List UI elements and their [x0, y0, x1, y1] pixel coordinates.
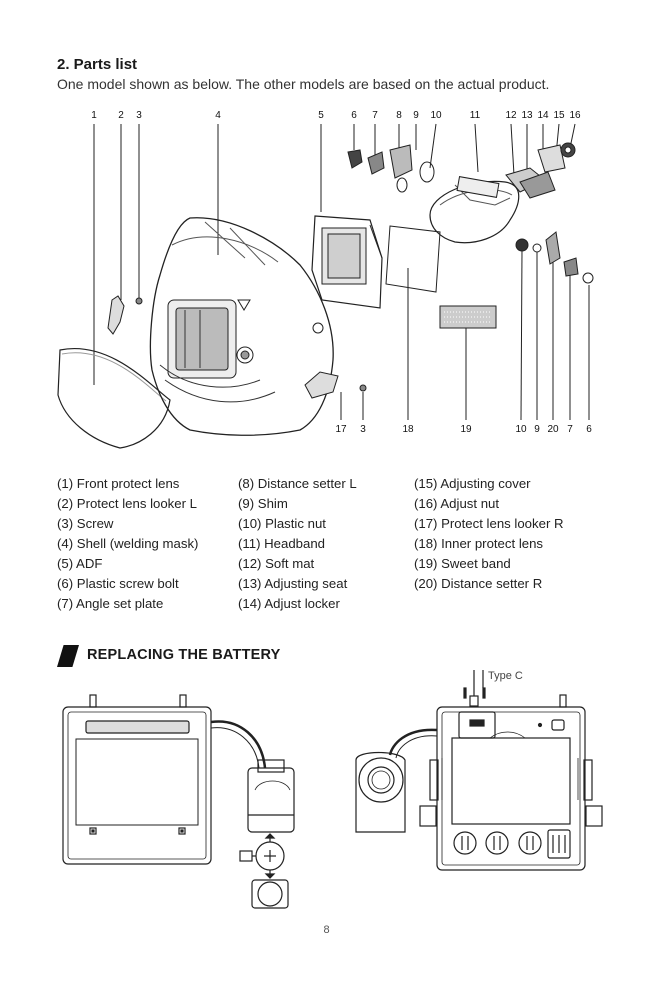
part-item: (1) Front protect lens — [57, 476, 180, 491]
callout-7b: 7 — [567, 424, 573, 435]
callout-3b: 3 — [360, 424, 366, 435]
part-item: (14) Adjust locker — [238, 596, 340, 611]
part-item: (7) Angle set plate — [57, 596, 164, 611]
callout-10: 10 — [430, 110, 442, 121]
section-title: 2. Parts list — [57, 56, 138, 73]
callout-14: 14 — [537, 110, 549, 121]
callout-4: 4 — [215, 110, 221, 121]
part-item: (16) Adjust nut — [414, 496, 500, 511]
part-item: (6) Plastic screw bolt — [57, 576, 179, 591]
part-item: (2) Protect lens looker L — [57, 496, 197, 511]
part-item: (3) Screw — [57, 516, 114, 531]
part-item: (19) Sweet band — [414, 556, 511, 571]
part-item: (20) Distance setter R — [414, 576, 543, 591]
section-subtitle: One model shown as below. The other mode… — [57, 76, 550, 92]
battery-diagram — [62, 670, 603, 909]
parts-list-col-1: (1) Front protect lens (2) Protect lens … — [57, 474, 198, 614]
callout-9b: 9 — [534, 424, 540, 435]
callout-17: 17 — [335, 424, 347, 435]
callout-2: 2 — [118, 110, 124, 121]
exploded-parts-diagram — [57, 123, 594, 449]
callout-13: 13 — [521, 110, 533, 121]
section-marker-icon — [57, 645, 79, 667]
callout-20: 20 — [547, 424, 559, 435]
callout-1: 1 — [91, 110, 97, 121]
part-item: (4) Shell (welding mask) — [57, 536, 199, 551]
part-item: (13) Adjusting seat — [238, 576, 348, 591]
callout-16: 16 — [569, 110, 581, 121]
callout-6b: 6 — [586, 424, 592, 435]
callout-6: 6 — [351, 110, 357, 121]
parts-list-col-3: (15) Adjusting cover (16) Adjust nut (17… — [414, 474, 564, 594]
callout-9: 9 — [413, 110, 419, 121]
callout-8: 8 — [396, 110, 402, 121]
part-item: (5) ADF — [57, 556, 103, 571]
part-item: (10) Plastic nut — [238, 516, 326, 531]
parts-list-col-2: (8) Distance setter L (9) Shim (10) Plas… — [238, 474, 357, 614]
page-number: 8 — [323, 924, 330, 936]
part-item: (18) Inner protect lens — [414, 536, 544, 551]
part-item: (11) Headband — [238, 536, 325, 551]
callout-5: 5 — [318, 110, 324, 121]
callout-12: 12 — [505, 110, 517, 121]
part-item: (17) Protect lens looker R — [414, 516, 564, 531]
part-item: (9) Shim — [238, 496, 288, 511]
callout-11: 11 — [469, 110, 481, 121]
callout-10b: 10 — [515, 424, 527, 435]
part-item: (8) Distance setter L — [238, 476, 357, 491]
callout-18: 18 — [402, 424, 414, 435]
part-item: (15) Adjusting cover — [414, 476, 531, 491]
callout-7: 7 — [372, 110, 378, 121]
battery-heading-text: REPLACING THE BATTERY — [87, 647, 281, 663]
part-item: (12) Soft mat — [238, 556, 315, 571]
type-c-label: Type C — [488, 670, 523, 682]
callout-3: 3 — [136, 110, 142, 121]
callout-15: 15 — [553, 110, 565, 121]
callout-19: 19 — [460, 424, 472, 435]
